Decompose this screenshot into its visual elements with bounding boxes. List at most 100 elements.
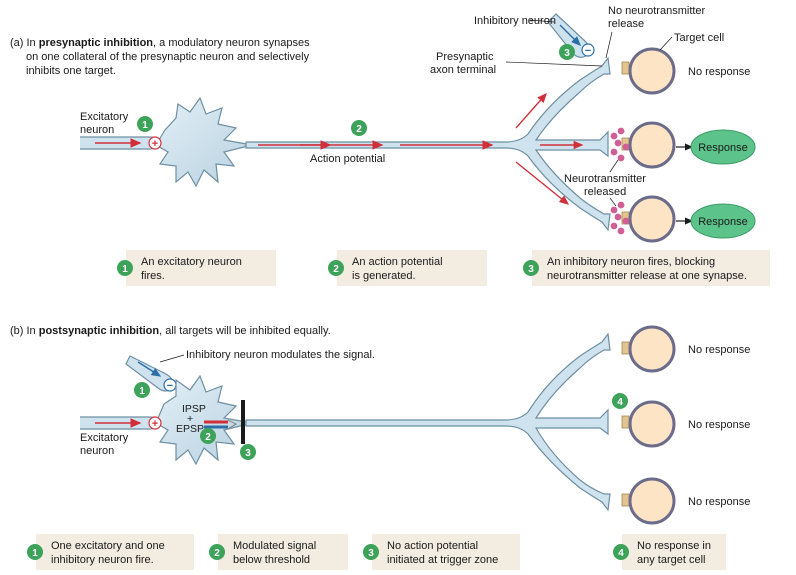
- label-no-response-b-3: No response: [688, 496, 750, 508]
- svg-text:3: 3: [245, 448, 251, 459]
- svg-text:initiated at trigger zone: initiated at trigger zone: [387, 554, 498, 566]
- target-cell-a-2: [621, 121, 676, 169]
- minus-marker-b: −: [167, 380, 173, 392]
- excitatory-synapse-marker-a: [148, 136, 162, 150]
- label-presynaptic-line2: axon terminal: [430, 64, 496, 76]
- step-badge-a-2: 2: [351, 120, 367, 136]
- leader-inhibitory-b: [159, 354, 185, 363]
- label-inhibitory-modulates: Inhibitory neuron modulates the signal.: [186, 349, 375, 361]
- presynaptic-soma-a: [155, 96, 253, 188]
- svg-text:neurotransmitter release at on: neurotransmitter release at one synapse.: [547, 270, 747, 282]
- step-badge-b-2: 2: [200, 428, 216, 444]
- step-badge-b-1: 1: [134, 382, 150, 398]
- part-a-heading-line2: on one collateral of the presynaptic neu…: [26, 51, 310, 63]
- axon-a: [245, 56, 611, 232]
- svg-text:2: 2: [205, 432, 211, 443]
- label-presynaptic-line1: Presynaptic: [436, 51, 494, 63]
- part-b-heading: (b) In postsynaptic inhibition, all targ…: [10, 325, 331, 337]
- response-label-1: Response: [698, 142, 748, 154]
- svg-text:3: 3: [528, 264, 534, 275]
- vesicles-a-3: [610, 201, 630, 235]
- svg-text:An inhibitory neuron fires, bl: An inhibitory neuron fires, blocking: [547, 256, 715, 268]
- svg-text:fires.: fires.: [141, 270, 165, 282]
- label-excitatory-neuron-b-line1: Excitatory: [80, 432, 129, 444]
- inhibitory-signal-arrow-b: [137, 361, 162, 377]
- leader-nt-up: [609, 159, 619, 173]
- step-badge-b-3: 3: [240, 444, 256, 460]
- target-cell-b-1: [621, 325, 676, 373]
- svg-text:1: 1: [142, 120, 148, 131]
- leader-inhibitory: [529, 19, 555, 23]
- label-excitatory-neuron-b-line2: neuron: [80, 445, 114, 457]
- response-oval-2: [690, 203, 756, 239]
- label-no-nt-release-line2: release: [608, 18, 644, 30]
- svg-text:2: 2: [356, 124, 362, 135]
- svg-text:No response in: No response in: [637, 540, 711, 552]
- svg-text:An excitatory neuron: An excitatory neuron: [141, 256, 242, 268]
- label-nt-released-line1: Neurotransmitter: [564, 173, 646, 185]
- svg-text:An action potential: An action potential: [352, 256, 443, 268]
- target-cell-a-3: [621, 195, 676, 243]
- excitatory-neuron-a: [80, 136, 161, 150]
- svg-text:3: 3: [564, 48, 570, 59]
- response-label-2: Response: [698, 216, 748, 228]
- svg-text:One excitatory and one: One excitatory and one: [51, 540, 165, 552]
- leader-no-nt: [605, 31, 613, 59]
- caption-a-1: 1 An excitatory neuron fires.: [117, 250, 276, 286]
- target-cell-a-1: [621, 47, 676, 95]
- caption-b-2: 2 Modulated signal below threshold: [209, 534, 348, 570]
- label-excitatory-neuron-a-line2: neuron: [80, 124, 114, 136]
- caption-b-4: 4 No response in any target cell: [613, 534, 726, 570]
- trigger-zone-bar: [241, 400, 245, 444]
- vesicles-a-2: [610, 127, 630, 162]
- postsynaptic-soma-b: [155, 374, 253, 466]
- inhibitory-synapse-marker-a: [581, 43, 595, 57]
- leader-presynaptic: [505, 61, 603, 67]
- step-badge-a-1: 1: [137, 116, 153, 132]
- part-a: (a) In presynaptic inhibition, a modulat…: [10, 5, 770, 286]
- label-plus-sign: +: [187, 413, 193, 425]
- plus-marker-a: +: [152, 138, 158, 150]
- minus-marker-a: −: [585, 45, 591, 57]
- ap-arrow-bottom-branch: [515, 161, 570, 205]
- response-oval-1: [690, 129, 756, 165]
- svg-text:2: 2: [333, 264, 339, 275]
- label-excitatory-neuron-a-line1: Excitatory: [80, 111, 129, 123]
- label-inhibitory-neuron: Inhibitory neuron: [474, 15, 556, 27]
- label-epsp: EPSP: [176, 423, 204, 435]
- step-badge-b-4: 4: [612, 393, 628, 409]
- svg-text:4: 4: [617, 397, 623, 408]
- caption-b-1: 1 One excitatory and one inhibitory neur…: [27, 534, 194, 570]
- plus-marker-b: +: [152, 418, 158, 430]
- target-cell-b-2: [621, 400, 676, 448]
- leader-nt-down: [609, 197, 617, 207]
- label-no-response-b-1: No response: [688, 344, 750, 356]
- part-a-heading-line3: inhibits one target.: [26, 65, 116, 77]
- label-action-potential: Action potential: [310, 153, 385, 165]
- label-nt-released-line2: released: [584, 186, 626, 198]
- svg-text:any target cell: any target cell: [637, 554, 705, 566]
- label-no-nt-release-line1: No neurotransmitter: [608, 5, 706, 17]
- svg-text:1: 1: [122, 264, 128, 275]
- inhibitory-signal-arrow-a: [559, 24, 581, 46]
- caption-b-3: 3 No action potential initiated at trigg…: [363, 534, 520, 570]
- label-target-cell: Target cell: [674, 32, 724, 44]
- axon-b: [245, 332, 611, 512]
- part-a-heading-line1: (a) In presynaptic inhibition, a modulat…: [10, 37, 310, 49]
- step-badge-a-3: 3: [559, 44, 575, 60]
- caption-a-3: 3 An inhibitory neuron fires, blocking n…: [523, 250, 770, 286]
- ap-arrow-top-branch: [515, 92, 547, 129]
- svg-text:Modulated signal: Modulated signal: [233, 540, 316, 552]
- svg-text:2: 2: [214, 548, 220, 559]
- svg-text:1: 1: [139, 386, 145, 397]
- svg-text:No action potential: No action potential: [387, 540, 478, 552]
- label-no-response-b-2: No response: [688, 419, 750, 431]
- leader-target-cell: [659, 36, 673, 51]
- target-cell-b-3: [621, 477, 676, 525]
- faded-signal: [227, 419, 238, 430]
- excitatory-neuron-b: [80, 416, 161, 430]
- svg-text:3: 3: [368, 548, 374, 559]
- label-ipsp: IPSP: [182, 403, 206, 415]
- svg-text:is generated.: is generated.: [352, 270, 416, 282]
